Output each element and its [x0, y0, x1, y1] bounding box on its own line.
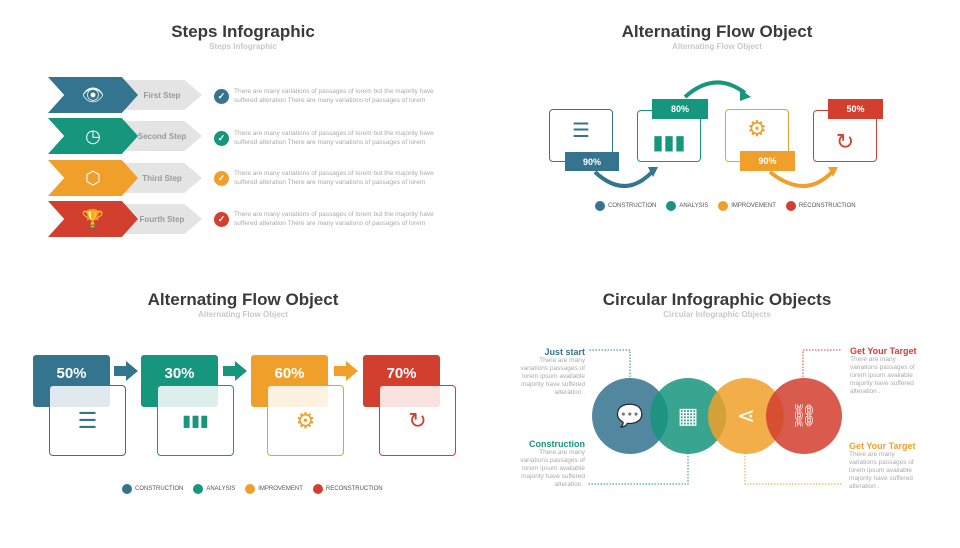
- info-heading: Just start: [544, 347, 585, 357]
- flow2-title: Alternating Flow Object: [147, 290, 339, 309]
- legend-item: RECONSTRUCTION: [325, 486, 383, 492]
- circular-subtitle: Circular Infographic Objects: [663, 310, 771, 319]
- info-block: Just start There are many variations pas…: [515, 347, 585, 397]
- check-icon: ✓: [214, 212, 229, 227]
- gear-icon: ⚙: [267, 385, 344, 456]
- refresh-icon: ↻: [379, 385, 456, 456]
- flow-value: 90%: [740, 151, 795, 171]
- circular-title: Circular Infographic Objects: [602, 290, 832, 309]
- trophy-icon: 🏆: [48, 201, 138, 237]
- info-block: Get Your Target There are many variation…: [849, 441, 939, 491]
- step-description: There are many variations of passages of…: [234, 88, 434, 104]
- info-block: Construction There are many variations p…: [515, 439, 585, 489]
- link-icon: ⛓: [766, 378, 842, 454]
- legend-item: IMPROVEMENT: [731, 203, 776, 209]
- connector-lines: [588, 349, 842, 485]
- flow-value: 50%: [828, 99, 883, 119]
- info-text: There are many variations passages of lo…: [520, 449, 585, 488]
- eye-icon: 👁: [48, 77, 138, 113]
- step-label: Fourth Step: [122, 204, 202, 234]
- cube-icon: ⬡: [48, 160, 138, 196]
- flow-arrows: [114, 361, 358, 381]
- info-text: There are many variations passages of lo…: [520, 357, 585, 396]
- flow2-subtitle: Alternating Flow Object: [198, 310, 288, 319]
- check-icon: ✓: [214, 131, 229, 146]
- info-block: Get Your Target There are many variation…: [850, 346, 940, 396]
- step-description: There are many variations of passages of…: [234, 211, 434, 227]
- legend-item: ANALYSIS: [679, 203, 709, 209]
- flow-title: Alternating Flow Object: [621, 22, 813, 41]
- info-heading: Get Your Target: [850, 346, 917, 356]
- legend: CONSTRUCTION ANALYSIS IMPROVEMENT RECONS…: [595, 201, 856, 211]
- flow-subtitle: Alternating Flow Object: [672, 42, 762, 51]
- flow-value: 80%: [652, 99, 708, 119]
- legend-item: RECONSTRUCTION: [798, 203, 856, 209]
- bar-chart-icon: ▮▮▮: [157, 385, 234, 456]
- info-text: There are many variations passages of lo…: [850, 356, 915, 395]
- legend-item: CONSTRUCTION: [608, 203, 657, 209]
- clock-icon: ◷: [48, 118, 138, 154]
- legend: CONSTRUCTION ANALYSIS IMPROVEMENT RECONS…: [122, 484, 383, 494]
- steps-title: Steps Infographic: [171, 22, 315, 41]
- legend-item: CONSTRUCTION: [135, 486, 184, 492]
- step-description: There are many variations of passages of…: [234, 170, 434, 186]
- steps-subtitle: Steps Infographic: [209, 42, 277, 51]
- info-heading: Get Your Target: [849, 441, 916, 451]
- info-text: There are many variations passages of lo…: [849, 451, 914, 490]
- legend-item: IMPROVEMENT: [258, 486, 303, 492]
- check-icon: ✓: [214, 171, 229, 186]
- database-icon: ☰: [49, 385, 126, 456]
- flow-value: 90%: [565, 152, 619, 171]
- step-description: There are many variations of passages of…: [234, 130, 434, 146]
- check-icon: ✓: [214, 89, 229, 104]
- info-heading: Construction: [529, 439, 585, 449]
- flow-arrows: [593, 80, 838, 188]
- legend-item: ANALYSIS: [206, 486, 236, 492]
